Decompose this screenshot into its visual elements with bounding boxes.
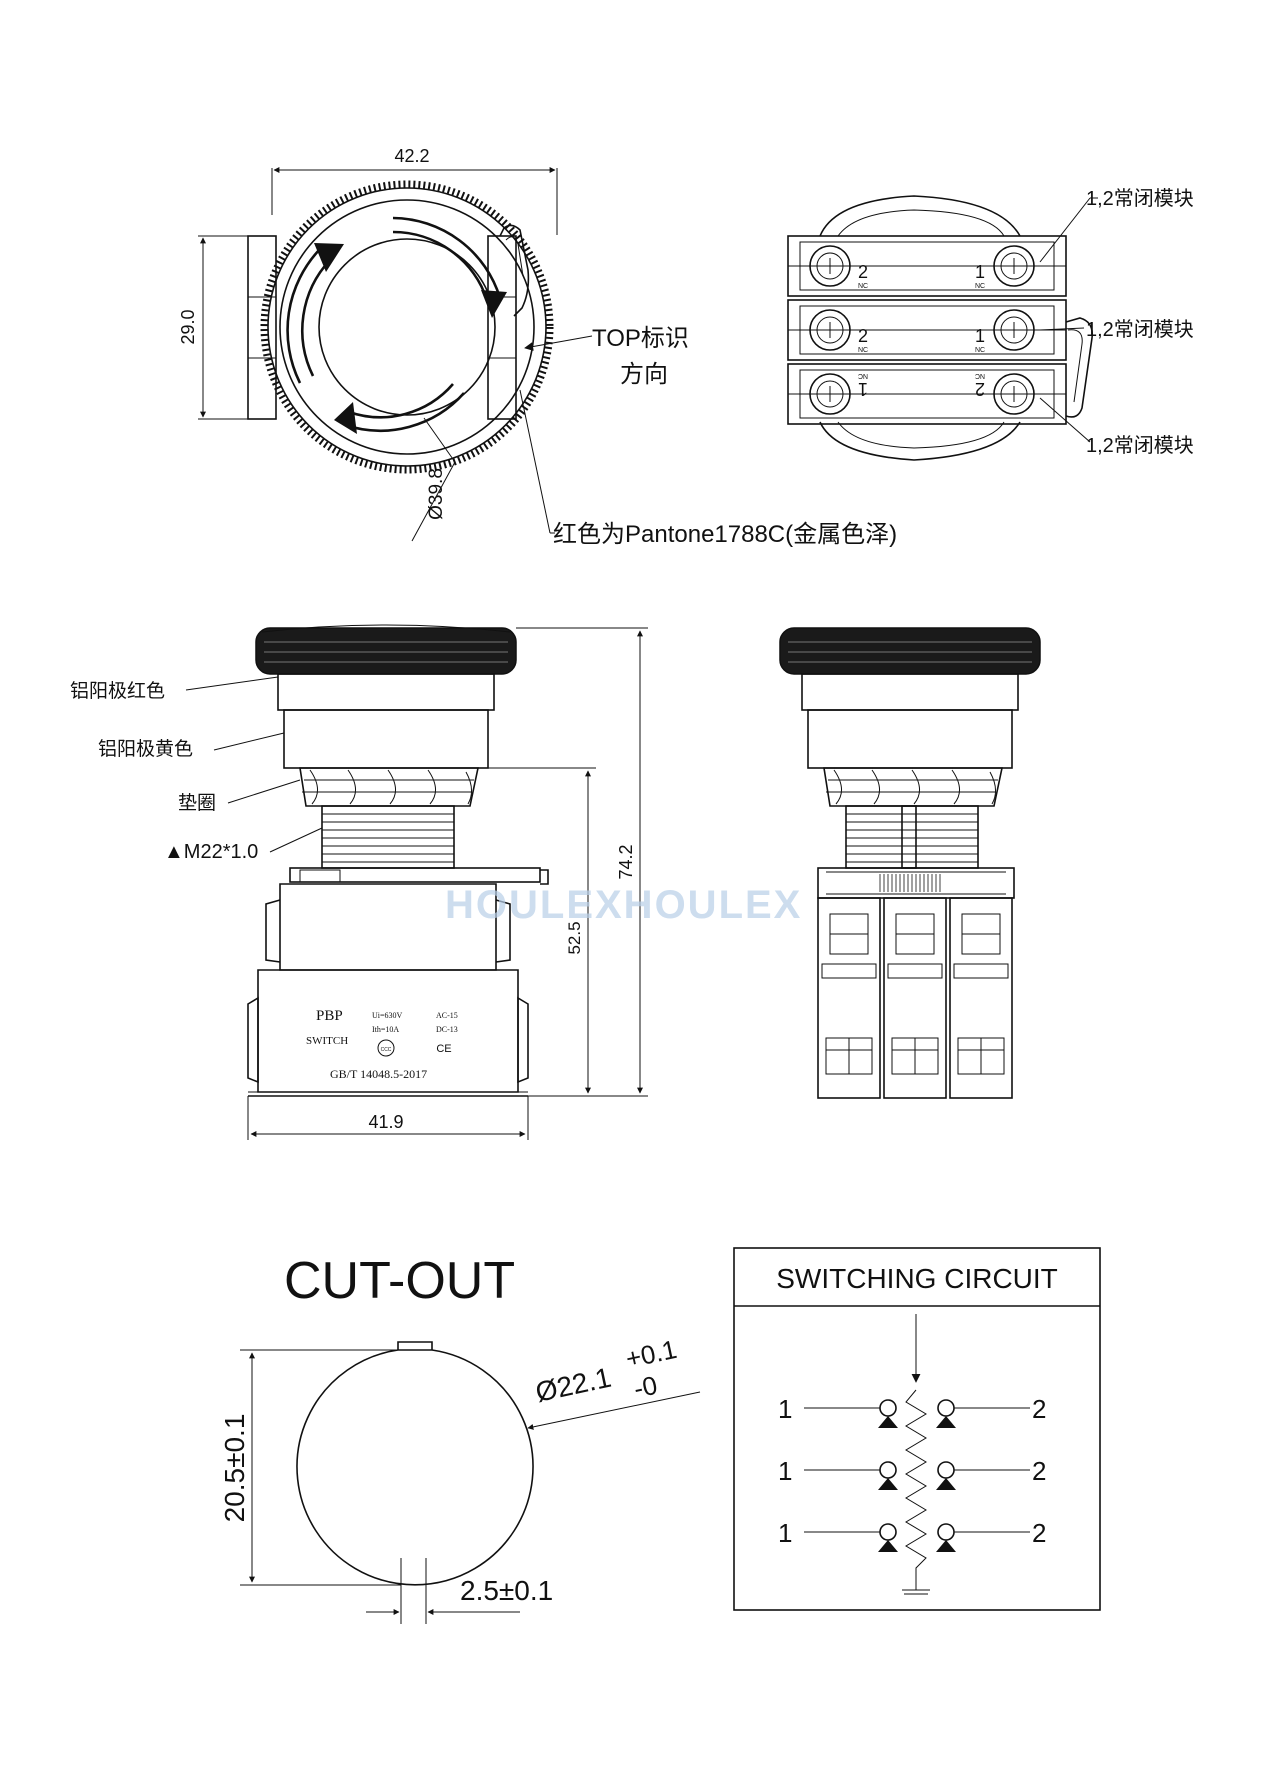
front-elevation-view [779,627,1041,1099]
rear-module-2: 2 NC 1 NC [787,299,1067,361]
contact-block-2 [883,897,947,1099]
rear-m1-nc-left: NC [858,283,868,290]
rear-m2-terminal-right: 1 [975,326,985,346]
circuit-right-3: 2 [1032,1518,1046,1548]
rear-module-3: 1 NC 2 NC [787,363,1067,425]
label-switch: SWITCH [306,1035,348,1047]
top-height-dim: 29.0 [178,309,198,344]
circuit-row-3: 1 2 [778,1518,1046,1552]
label-red-anodized: 铝阳极红色 [70,680,165,702]
rear-view: 2 NC 1 NC 2 NC 1 NC 1 [787,187,1194,461]
rear-module-label-2: 1,2常闭模块 [1086,318,1194,341]
rear-m2-nc-right: NC [975,347,985,354]
watermark: HOULEXHOULEX [445,883,802,927]
contact-block-3 [949,897,1013,1099]
contact-block-1 [817,897,881,1099]
front-top-view: 42.2 29.0 TOP标识 方向 [178,146,897,548]
rear-m2-nc-left: NC [858,347,868,354]
cutout-title: CUT-OUT [284,1252,515,1310]
rear-module-1: 2 NC 1 NC [787,235,1067,297]
label-dc: DC-13 [436,1025,458,1034]
top-diameter-dim: Ø39.8 [426,468,447,520]
circuit-right-1: 2 [1032,1394,1046,1424]
rear-m1-terminal-right: 1 [975,262,985,282]
switching-circuit: SWITCHING CIRCUIT 1 2 1 2 [733,1247,1101,1611]
top-mark-direction: 方向 [620,361,668,388]
label-ith: Ith=10A [372,1025,399,1034]
rear-m3-terminal-right: 2 [975,379,985,399]
label-standard: GB/T 14048.5-2017 [330,1067,427,1081]
circuit-left-3: 1 [778,1518,792,1548]
top-width-dim: 42.2 [394,146,429,166]
top-mark-label: TOP标识 [592,325,689,352]
cutout-slot-dim: 2.5±0.1 [460,1575,553,1606]
label-thread: ▲M22*1.0 [164,841,258,863]
side-view: PBP SWITCH Ui=630V Ith=10A AC-15 DC-13 C… [70,624,648,1140]
rear-m1-nc-right: NC [975,283,985,290]
dim-body-height: 52.5 [565,921,584,954]
rear-m3-nc-right: NC [975,372,985,379]
rear-module-label-3: 1,2常闭模块 [1086,434,1194,457]
cutout-drawing: CUT-OUT 2.5±0.1 20.5±0.1 Ø22.1 +0.1 -0 [219,1252,701,1624]
dim-side-width: 41.9 [368,1112,403,1132]
cutout-tol-plus: +0.1 [623,1334,679,1374]
label-ac: AC-15 [436,1011,458,1020]
circuit-left-2: 1 [778,1456,792,1486]
circuit-row-2: 1 2 [778,1456,1046,1490]
dim-total-height: 74.2 [616,844,636,879]
circuit-title: SWITCHING CIRCUIT [776,1263,1058,1294]
circuit-right-2: 2 [1032,1456,1046,1486]
rear-m3-terminal-left: 1 [858,379,868,399]
circuit-row-1: 1 2 [778,1394,1046,1428]
label-washer: 垫圈 [178,792,216,814]
rear-module-label-1: 1,2常闭模块 [1086,187,1194,210]
cutout-height-dim: 20.5±0.1 [219,1414,250,1523]
cutout-tol-minus: -0 [631,1370,660,1404]
color-note: 红色为Pantone1788C(金属色泽) [553,521,897,548]
label-ui: Ui=630V [372,1011,403,1020]
circuit-left-1: 1 [778,1394,792,1424]
rear-m3-nc-left: NC [858,372,868,379]
label-yellow-anodized: 铝阳极黄色 [98,738,193,760]
cutout-diameter-dim: Ø22.1 [533,1362,614,1408]
label-brand: PBP [316,1008,343,1024]
label-ccc: CCC [381,1047,392,1053]
rear-m1-terminal-left: 2 [858,262,868,282]
label-ce: CE [436,1043,451,1055]
rear-m2-terminal-left: 2 [858,326,868,346]
